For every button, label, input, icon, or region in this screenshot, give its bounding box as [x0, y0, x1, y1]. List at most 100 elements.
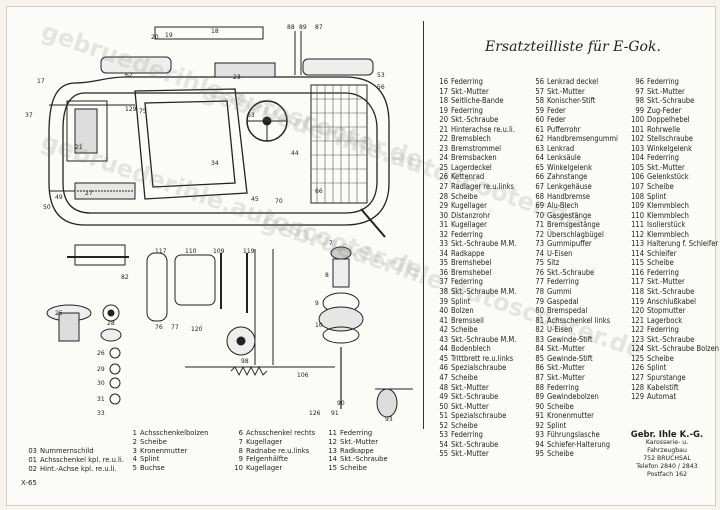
part-number: 111	[631, 220, 644, 230]
part-number: 41	[439, 315, 448, 325]
part-name: Kugellager	[451, 220, 487, 230]
svg-text:62: 62	[125, 72, 133, 79]
part-number: 81	[535, 315, 544, 325]
part-number: 73	[535, 239, 544, 249]
part-name: Skt.-Mutter	[647, 86, 685, 96]
part-number: 125	[631, 353, 644, 363]
part-name: Handbremsengummi	[547, 134, 618, 144]
part-number: 18	[439, 96, 448, 106]
part-name: Achsschenkelbolzen	[140, 429, 209, 437]
floor-grid	[310, 84, 368, 204]
part-name: Skt.-Mutter	[647, 277, 685, 287]
part-name: Automat	[647, 392, 677, 402]
part-number: 91	[535, 411, 544, 421]
part-number: 8	[238, 446, 243, 455]
part-name: Federring	[451, 277, 483, 287]
part-name: Scheibe	[647, 353, 674, 363]
part-name: Winkelgelenk	[547, 162, 592, 172]
part-number: 118	[631, 287, 644, 297]
svg-text:56: 56	[377, 84, 385, 91]
part-number: 112	[631, 229, 644, 239]
svg-text:75: 75	[139, 108, 147, 115]
part-number: 54	[439, 439, 448, 449]
svg-text:19: 19	[165, 32, 173, 39]
part-number: 31	[439, 220, 448, 230]
svg-text:23: 23	[233, 74, 241, 81]
svg-text:27: 27	[85, 190, 93, 197]
part-number: 119	[631, 296, 644, 306]
part-name: Skt.-Mutter	[340, 437, 379, 446]
svg-text:89: 89	[299, 24, 307, 31]
part-name: Skt.-Schraube	[547, 267, 595, 277]
svg-text:70: 70	[275, 198, 283, 205]
part-name: Federring	[647, 325, 679, 335]
part-name: Federring	[647, 153, 679, 163]
svg-text:66: 66	[315, 188, 323, 195]
part-number: 27	[439, 182, 448, 192]
part-name: Federring	[547, 277, 579, 287]
svg-text:20: 20	[151, 34, 159, 41]
part-name: Nummernschild	[40, 447, 94, 455]
part-number: 21	[439, 124, 448, 134]
svg-text:91: 91	[331, 410, 339, 417]
top-parts	[100, 26, 374, 78]
part-name: Sitz	[547, 258, 560, 268]
part-number: 82	[535, 325, 544, 335]
part-name: Bolzen	[451, 306, 474, 316]
part-number: 57	[535, 86, 544, 96]
part-name: Bremshebel	[451, 267, 492, 277]
part-name: Gummi	[547, 287, 572, 297]
part-number: 93	[535, 430, 544, 440]
part-number: 129	[631, 392, 644, 402]
part-name: Kabelstift	[647, 382, 679, 392]
parts-list-title: Ersatzteilliste für E-Gok.	[485, 39, 661, 55]
part-name: Lenksäule	[547, 153, 581, 163]
svg-text:53: 53	[377, 72, 385, 79]
part-name: Skt.-Mutter	[647, 162, 685, 172]
part-number: 97	[635, 86, 644, 96]
part-name: Gewindebolzen	[547, 392, 599, 402]
part-name: Handbremse	[547, 191, 591, 201]
part-name: Skt.-Schraube M.M.	[451, 287, 517, 297]
part-name: Buchse	[140, 464, 165, 473]
svg-text:82: 82	[121, 274, 129, 281]
address-line: Karosserie- u. Fahrzeugbau	[645, 439, 689, 454]
part-name: Bremstrommel	[451, 143, 502, 153]
part-number: 86	[535, 363, 544, 373]
company-name: Gebr. Ihle K.-G.	[630, 430, 704, 440]
part-number: 34	[439, 248, 448, 258]
part-number: 17	[439, 86, 448, 96]
part-number: 124	[631, 344, 644, 354]
part-name: Federring	[547, 382, 579, 392]
part-number: 100	[631, 115, 644, 125]
part-number: 3	[132, 446, 137, 455]
part-name: Kugellager	[451, 201, 487, 211]
part-name: Doppelhebel	[647, 115, 690, 125]
